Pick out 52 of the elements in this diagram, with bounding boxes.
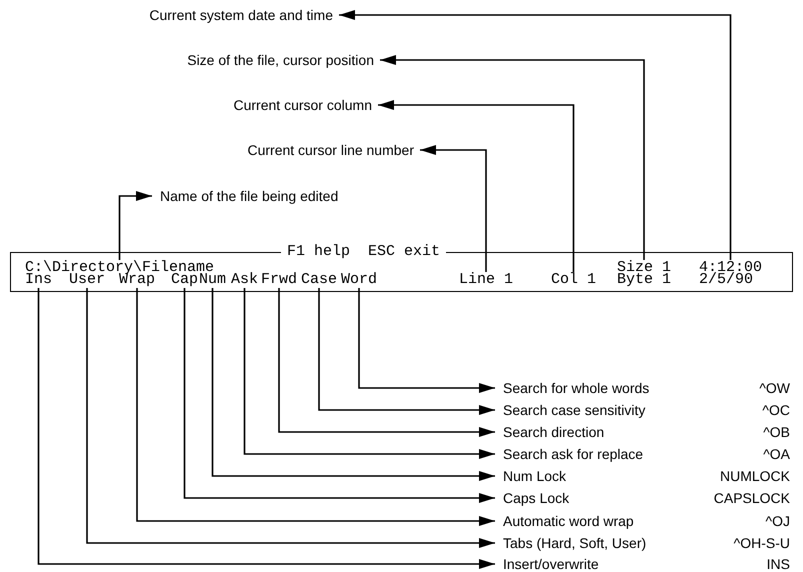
- shortcut-key: CAPSLOCK: [714, 490, 790, 506]
- status-indicator: Ask: [231, 273, 258, 287]
- callout-label: Automatic word wrap: [503, 512, 634, 530]
- callout-label: Insert/overwrite: [503, 556, 599, 572]
- shortcut-key: ^OC: [762, 402, 790, 418]
- status-bar-title: F1 help ESC exit: [281, 243, 446, 261]
- leader-arrow: [358, 288, 495, 393]
- status-indicator: 2/5/90: [699, 273, 754, 287]
- shortcut-key: ^OJ: [766, 512, 790, 530]
- leader-arrow: [318, 288, 495, 415]
- callout-label: Search for whole words: [503, 380, 650, 396]
- callout-label: Tabs (Hard, Soft, User): [503, 534, 646, 552]
- callout-label: Search ask for replace: [503, 446, 644, 462]
- leader-arrow: [136, 288, 495, 526]
- status-indicator: Line 1: [459, 273, 514, 287]
- callout-label: Current cursor line number: [247, 142, 414, 158]
- callout-label: Search direction: [503, 424, 604, 440]
- callout-label: Size of the file, cursor position: [187, 52, 374, 68]
- status-indicator: Num: [199, 273, 226, 287]
- leader-arrow: [380, 55, 645, 260]
- status-indicator: Col 1: [551, 273, 596, 287]
- shortcut-key: ^OH-S-U: [734, 534, 790, 552]
- shortcut-key: NUMLOCK: [720, 468, 790, 484]
- shortcut-key: ^OA: [763, 446, 790, 462]
- leader-arrow: [86, 288, 495, 548]
- leader-arrow: [278, 288, 495, 437]
- status-indicator: Word: [341, 273, 378, 287]
- leader-arrow: [184, 288, 495, 503]
- status-indicator: Frwd: [261, 273, 298, 287]
- status-indicator: Ins: [25, 273, 52, 287]
- status-indicator: Wrap: [119, 273, 156, 287]
- leader-arrow: [118, 191, 152, 260]
- status-indicator: Byte 1: [617, 273, 672, 287]
- status-indicator: C:\Directory\Filename: [25, 261, 214, 275]
- status-indicator: Case: [301, 273, 338, 287]
- status-indicator: User: [69, 273, 106, 287]
- shortcut-key: INS: [766, 556, 790, 572]
- shortcut-key: ^OB: [763, 424, 790, 440]
- callout-label: Num Lock: [503, 468, 566, 484]
- shortcut-key: ^OW: [759, 380, 790, 396]
- leader-arrow: [244, 288, 495, 459]
- leader-arrow: [378, 100, 574, 272]
- leader-arrow: [420, 145, 487, 272]
- leader-arrow: [339, 10, 732, 260]
- callout-label: Current cursor column: [234, 96, 372, 114]
- callout-label: Search case sensitivity: [503, 402, 646, 418]
- leader-arrow: [212, 288, 495, 481]
- callout-label: Caps Lock: [503, 490, 570, 506]
- status-indicator: Cap: [171, 273, 198, 287]
- callout-label: Name of the file being edited: [160, 188, 338, 204]
- callout-label: Current system date and time: [149, 6, 333, 24]
- leader-arrow: [38, 288, 495, 569]
